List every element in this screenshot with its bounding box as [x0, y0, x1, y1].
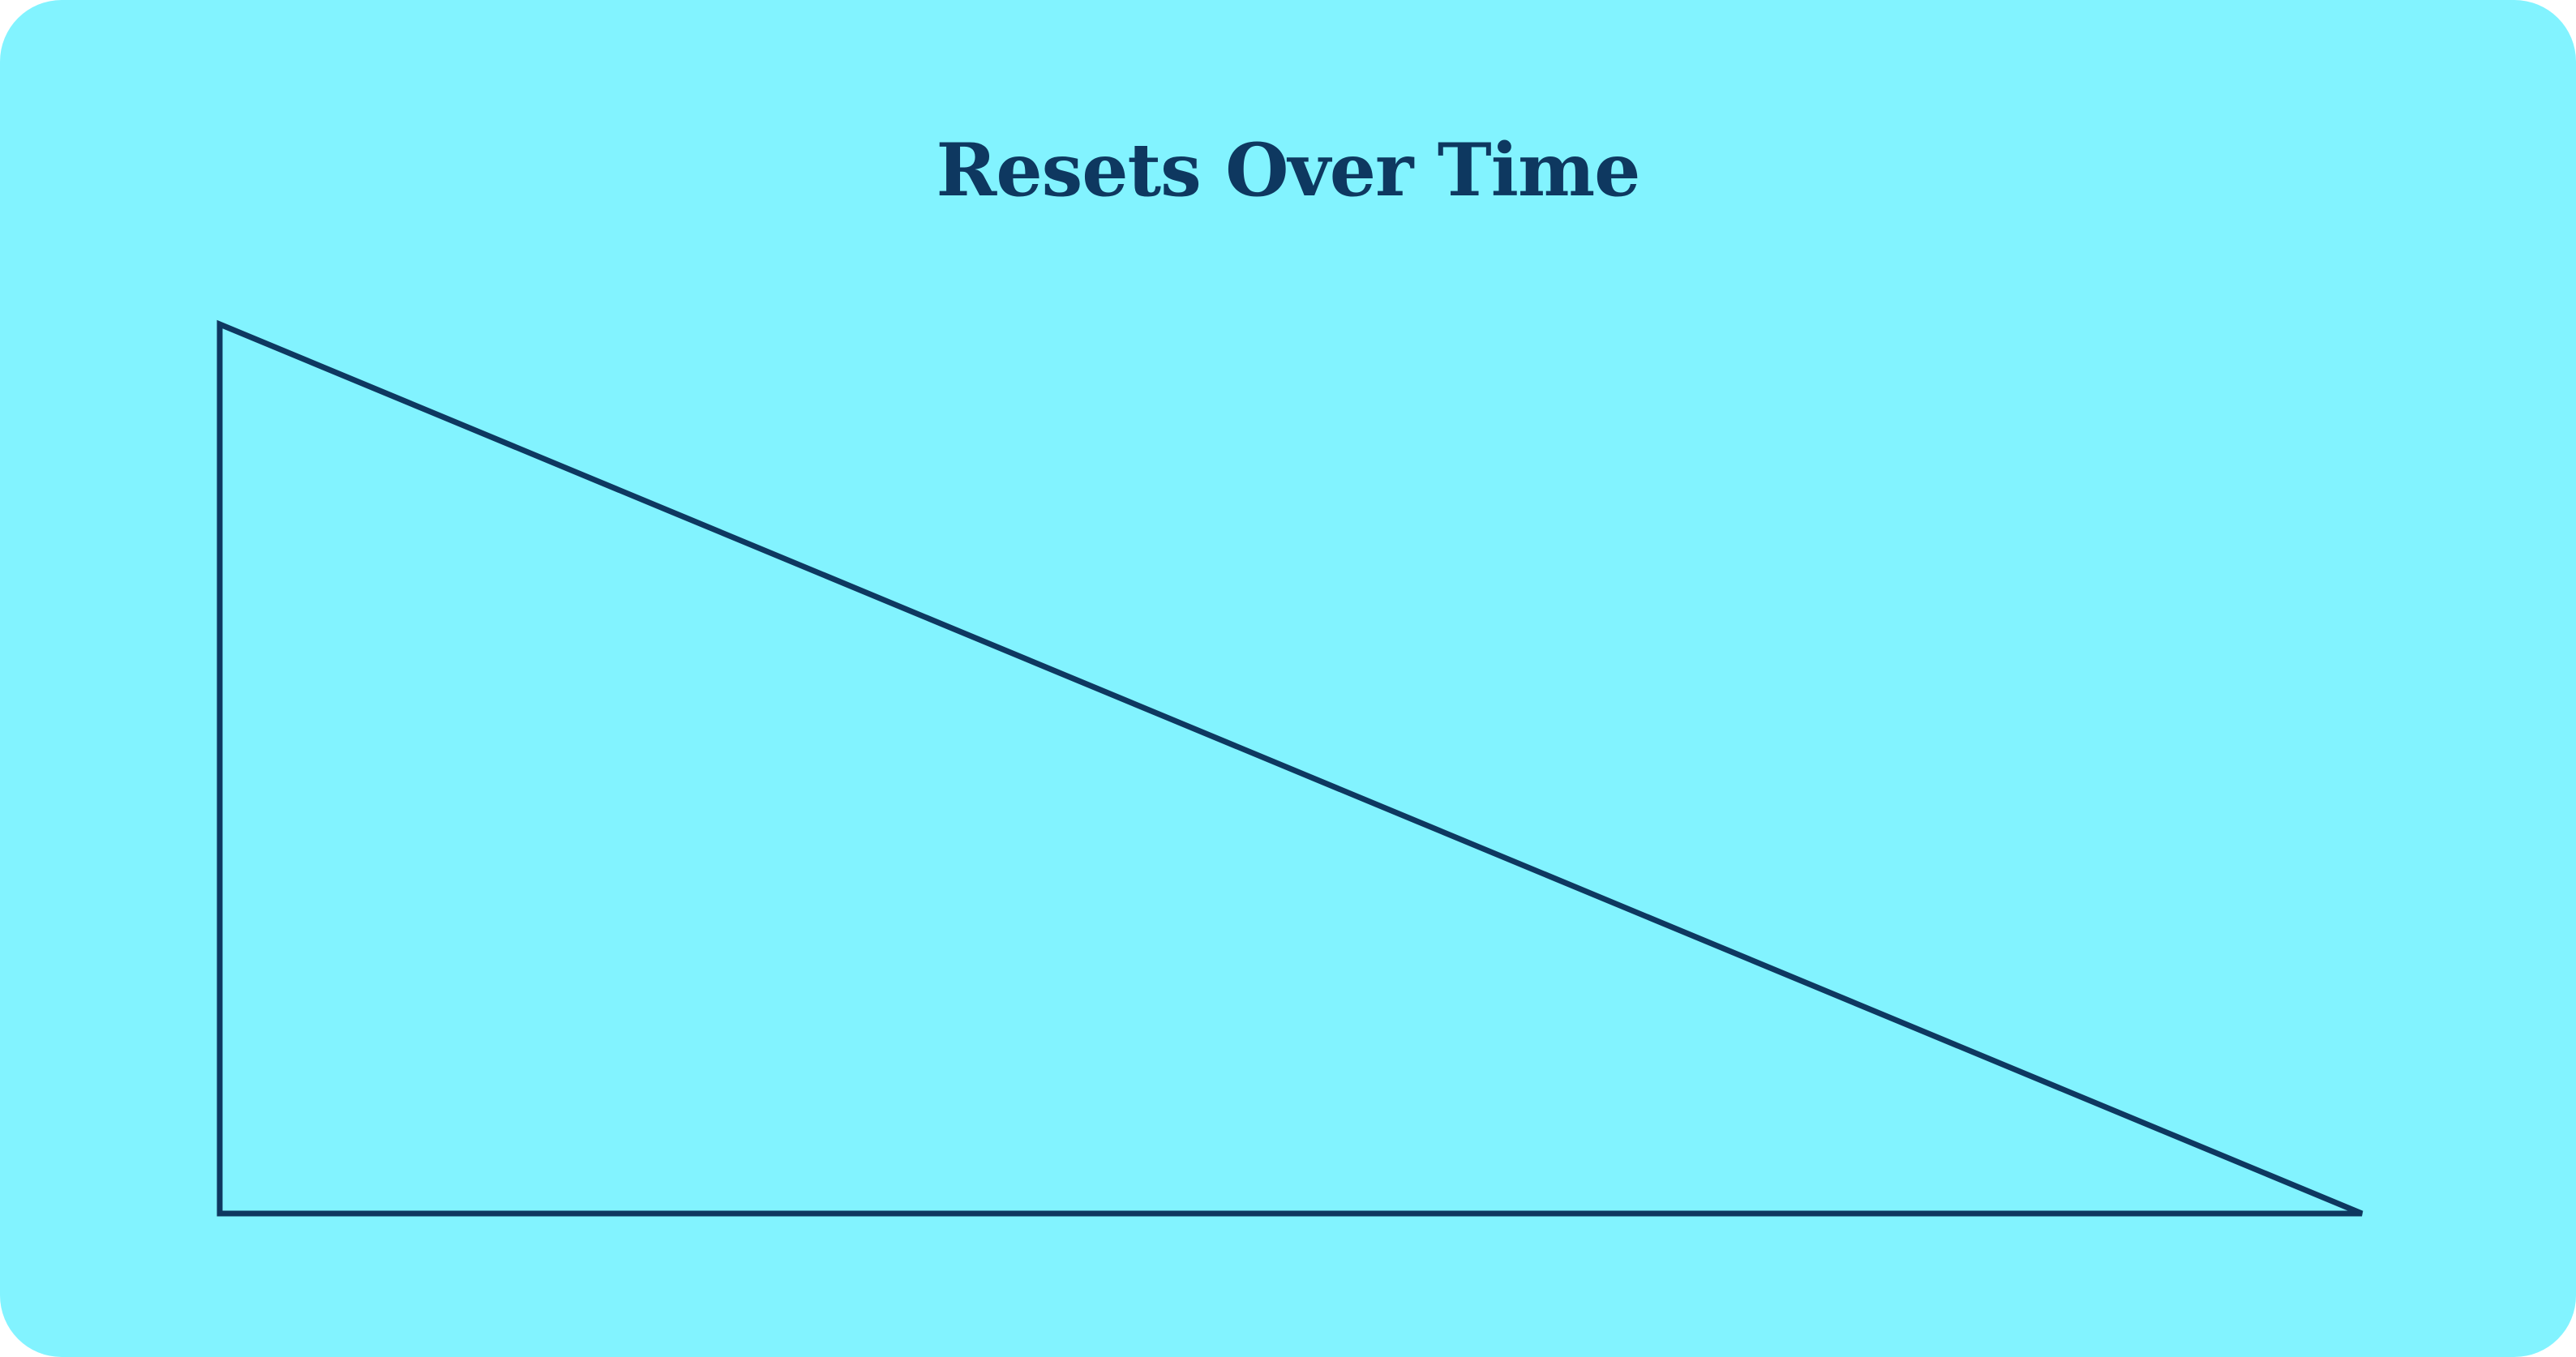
right-triangle-shape — [216, 319, 2364, 1217]
page-title: Resets Over Time — [936, 127, 1641, 213]
